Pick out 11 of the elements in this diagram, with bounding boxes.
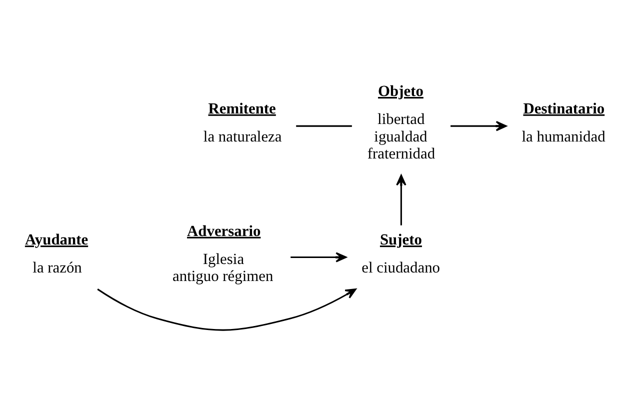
node-text: Destinatario la humanidad: [522, 100, 606, 146]
node-text: Objeto libertad igualdad fraternidad: [367, 82, 436, 163]
node-text: Ayudante la razón: [24, 232, 88, 276]
arrow: [97, 288, 356, 331]
arrow: [290, 252, 347, 262]
connector: [296, 125, 352, 127]
node-text: Sujeto el ciudadano: [362, 232, 440, 276]
arrow: [396, 174, 406, 226]
node-text: Adversario Iglesia antiguo régimen: [172, 222, 274, 286]
node-text: Remitente la naturaleza: [203, 100, 282, 146]
arrow: [450, 120, 507, 132]
